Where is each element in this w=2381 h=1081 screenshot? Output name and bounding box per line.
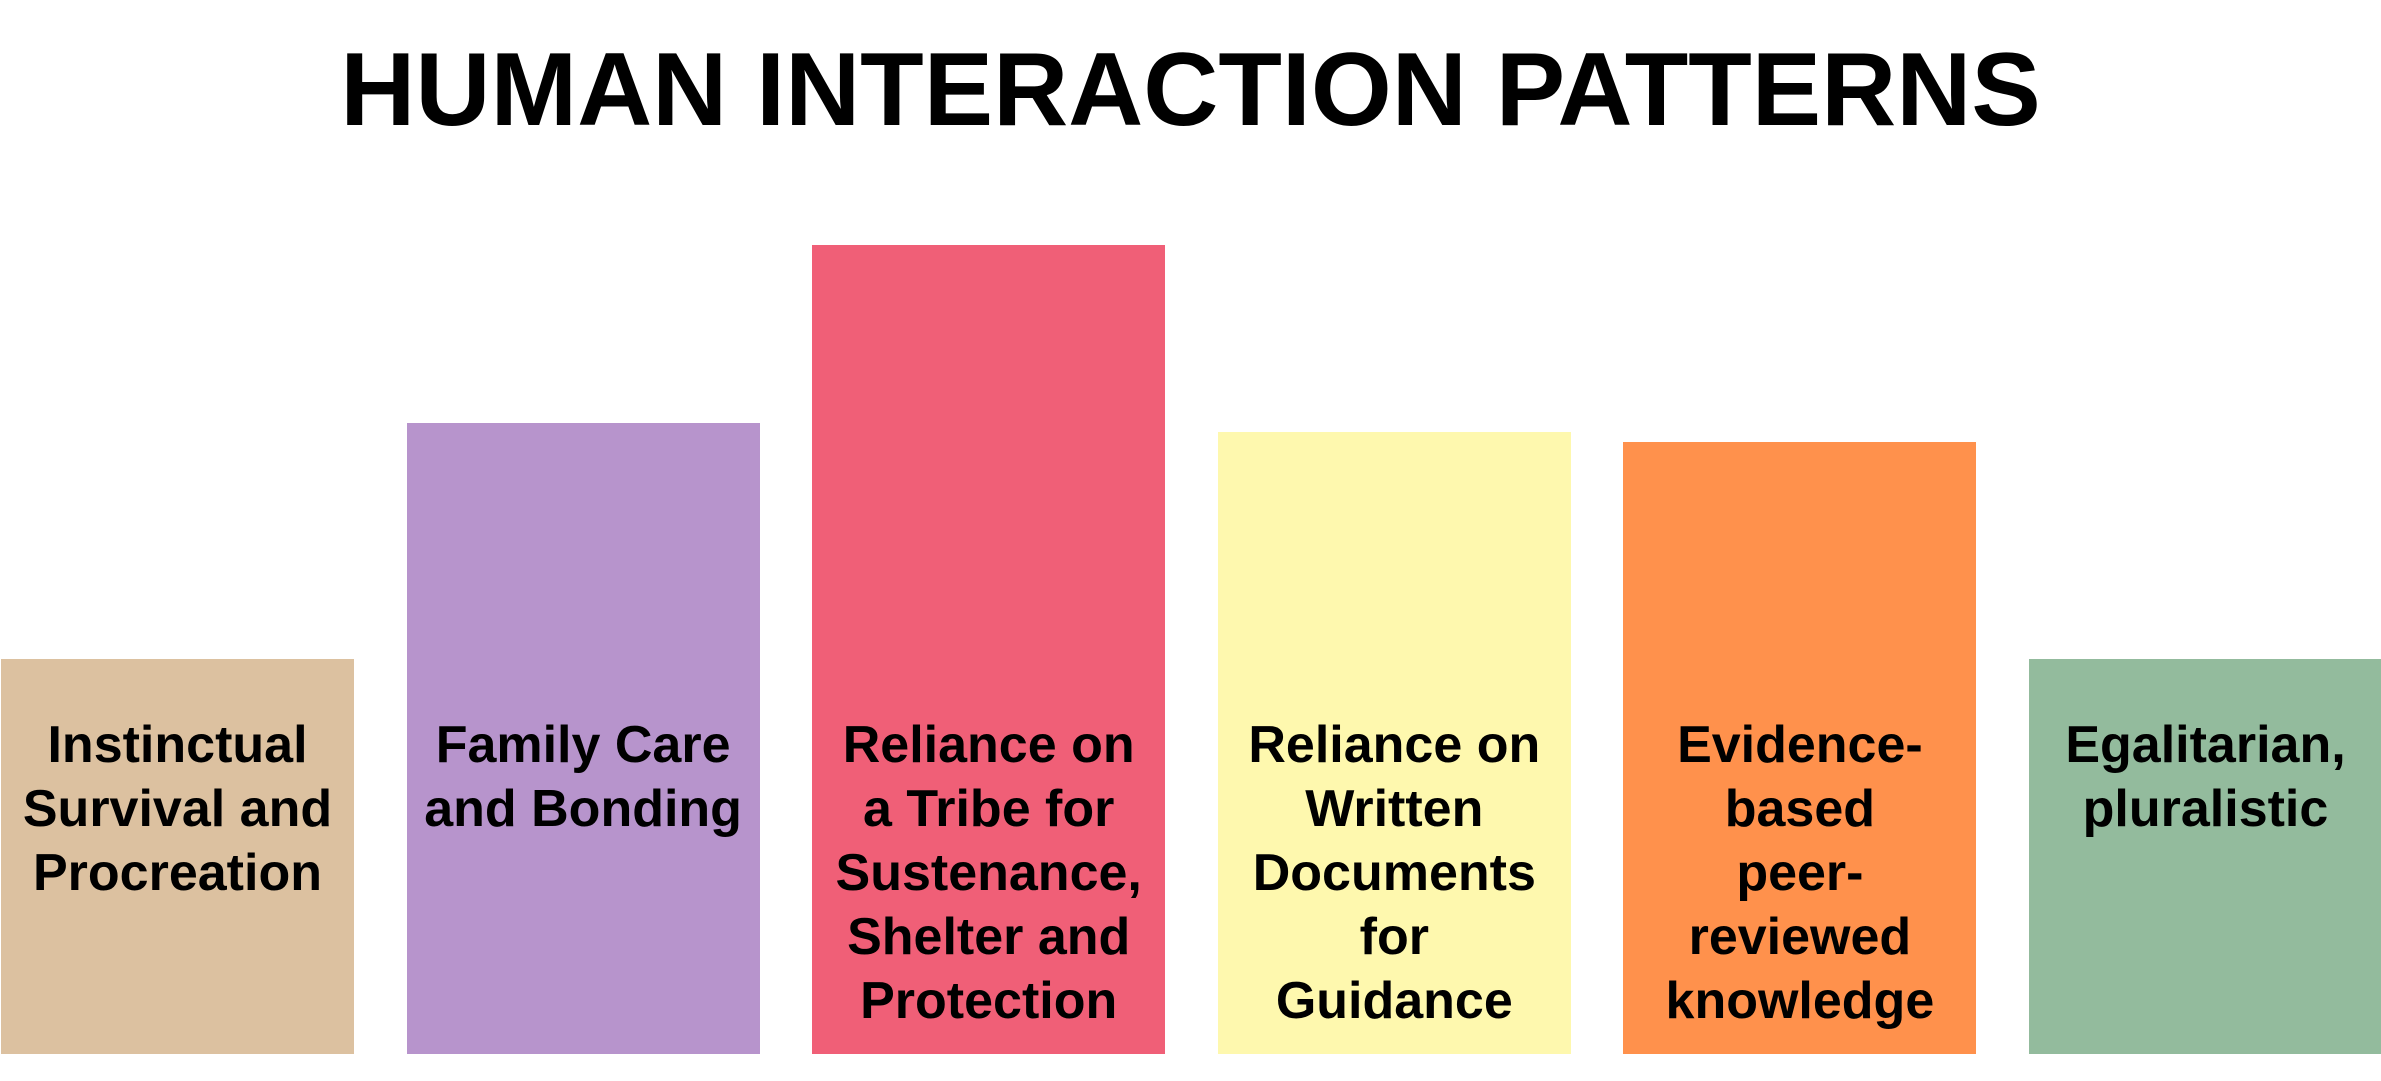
bar-label-2: Family Care and Bonding: [424, 716, 742, 838]
page-title: HUMAN INTERACTION PATTERNS: [340, 32, 2041, 148]
bar-label-6: Egalitarian, pluralistic: [2065, 716, 2346, 838]
bar-label-1: Instinctual Survival and Procreation: [22, 716, 333, 902]
bar-4: [1217, 432, 1571, 1054]
bar-5: [1623, 442, 1977, 1054]
bar-label-3: Reliance on a Tribe for Sustenance, Shel…: [835, 716, 1142, 1030]
bar-1: [1, 659, 354, 1054]
bar-label-4: Reliance on Written Documents for Guidan…: [1248, 716, 1541, 1030]
bar-label-5: Evidence- based peer- reviewed knowledge: [1665, 716, 1935, 1030]
bar-2: [406, 422, 760, 1054]
bar-6: [2029, 659, 2381, 1054]
bar-3: [812, 245, 1166, 1054]
